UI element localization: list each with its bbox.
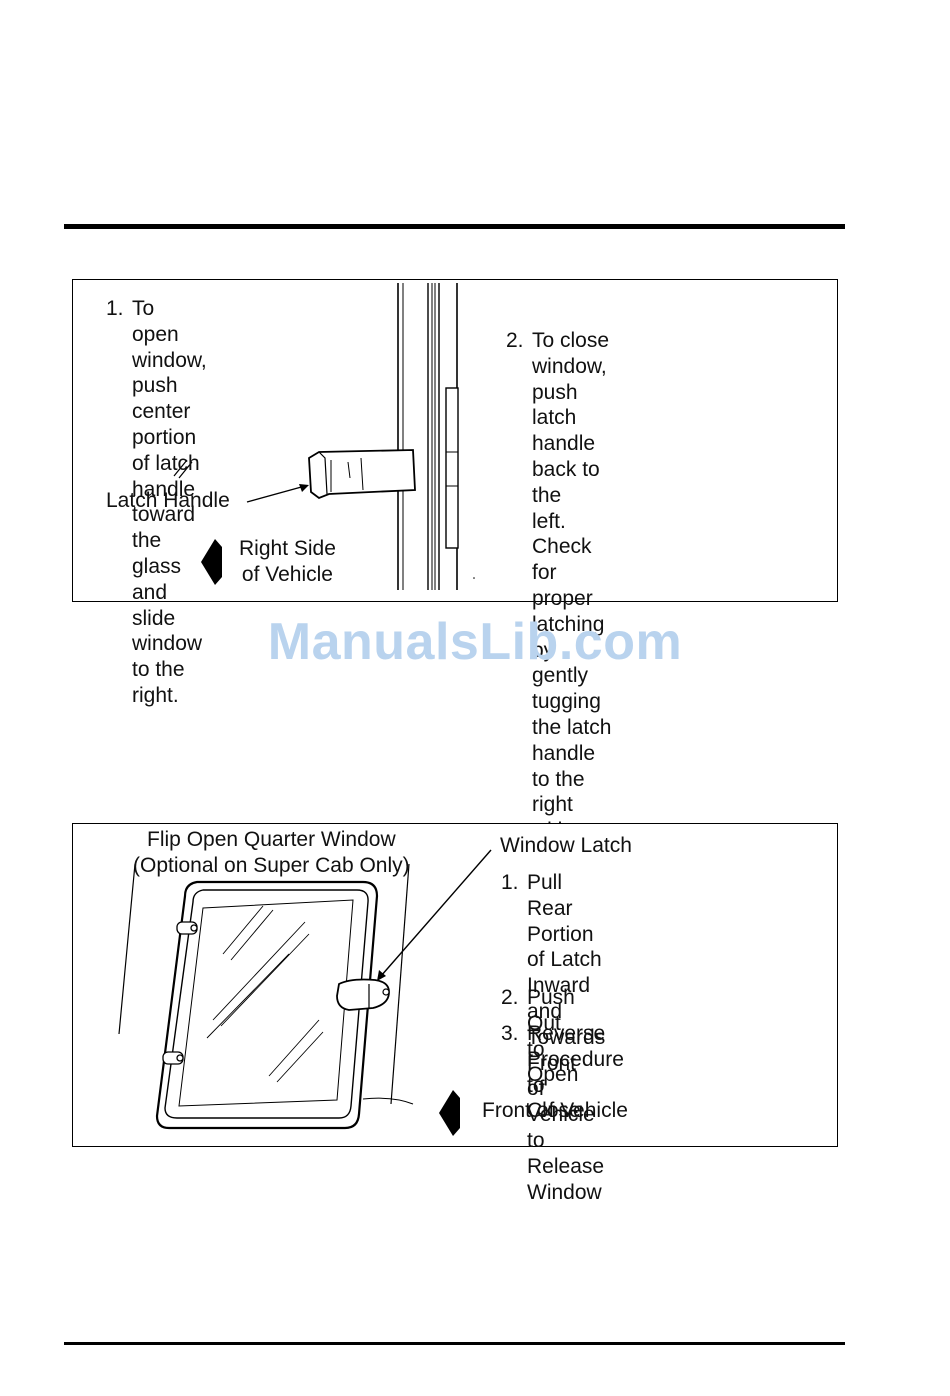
header-rule [64,224,845,229]
arrow-left-icon [439,1090,460,1136]
step-text: Reverse Procedure to Close [527,1022,624,1123]
latch-handle-label: Latch Handle [106,489,230,512]
step-number: 2. [501,986,519,1009]
step-number: 2. [506,329,524,352]
step-number: 1. [106,297,124,320]
right-side-of-vehicle-label: Right Side of Vehicle [239,537,336,586]
step-number: 3. [501,1022,519,1045]
footer-rule [64,1342,845,1345]
step-text: Push Out to Open [527,986,579,1087]
front-of-vehicle-label: Front of Vehicle [482,1099,628,1122]
quarter-window-figure: Flip Open Quarter Window (Optional on Su… [72,823,838,1204]
step-number: 1. [501,871,519,894]
arrow-left-icon [201,539,222,585]
step-text: Pull Rear Portion of Latch Inward and To… [527,871,606,1204]
hinge-drawing [162,921,198,1065]
latch-handle-drawing [308,449,416,500]
sliding-window-figure: 1. To open window, push center portion o… [72,279,838,997]
step-text: To open window, push center portion of l… [132,297,207,707]
watermark: ManualsLib.com [267,613,683,671]
window-latch-drawing [336,978,390,1011]
quarter-window-title: Flip Open Quarter Window (Optional on Su… [133,828,410,877]
sliding-window-illustration [173,283,475,590]
quarter-window-illustration [118,849,492,1130]
window-latch-label: Window Latch [500,834,632,857]
